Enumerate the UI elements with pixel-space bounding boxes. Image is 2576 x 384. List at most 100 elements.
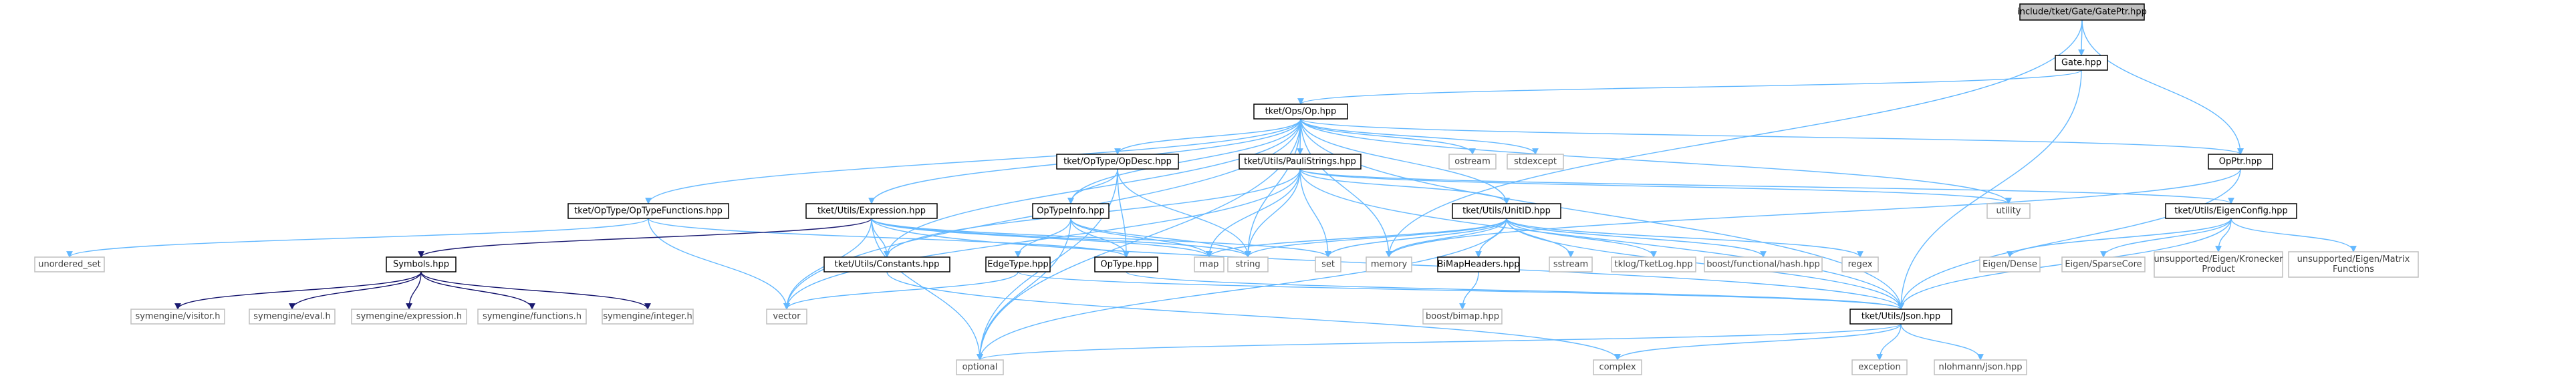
edge-EigenConfig-to-EigenDense — [2007, 218, 2232, 258]
node-label: utility — [1997, 206, 2021, 216]
node-box — [1549, 256, 1593, 272]
node-memory: memory — [1366, 256, 1412, 272]
edge-OpTypeInfo-to-optional — [977, 218, 1071, 361]
node-box — [1422, 309, 1503, 325]
node-json[interactable]: tket/Utils/Json.hpp — [1849, 309, 1952, 325]
node-set: set — [1315, 256, 1341, 272]
node-label: unsupported/Eigen/Kronecker — [2154, 254, 2283, 264]
node-label: tket/Utils/Constants.hpp — [835, 260, 940, 270]
node-EigenSparseCore: Eigen/SparseCore — [2061, 256, 2146, 272]
edge-Op-to-OpPtr — [1300, 118, 2244, 155]
node-label: regex — [1848, 260, 1873, 270]
node-visitor: symengine/visitor.h — [130, 309, 225, 325]
edge-EigenConfig-to-EigenSparseCore — [2100, 218, 2232, 258]
edge-OpTypeInfo-to-string — [1070, 218, 1251, 258]
edge-Expression-to-string — [871, 218, 1251, 258]
node-Symbols[interactable]: Symbols.hpp — [386, 256, 457, 272]
node-UnitID[interactable]: tket/Utils/UnitID.hpp — [1452, 203, 1561, 219]
edge-Symbols-to-visitor — [174, 271, 422, 310]
edge-UnitID-to-sstream — [1506, 218, 1574, 258]
node-box — [386, 256, 457, 272]
edge-UnitID-to-set — [1325, 218, 1507, 258]
edge-Op-to-memory — [1300, 118, 1392, 258]
node-integer: symengine/integer.h — [602, 309, 694, 325]
node-OpType[interactable]: OpType.hpp — [1094, 256, 1158, 272]
edge-Expression-to-optional — [871, 218, 983, 361]
edge-OpTypeInfo-to-OpType — [1070, 218, 1130, 258]
edge-EigenConfig-to-KroneckerProduct — [2215, 218, 2232, 252]
edges-layer — [66, 19, 2357, 361]
node-label: vector — [773, 312, 801, 322]
node-PauliStrings[interactable]: tket/Utils/PauliStrings.hpp — [1239, 154, 1362, 170]
edge-json-to-exception — [1876, 323, 1902, 361]
node-OpTypeInfo[interactable]: OpTypeInfo.hpp — [1032, 203, 1110, 219]
node-label: symengine/integer.h — [603, 312, 692, 322]
edge-Symbols-to-integer — [420, 271, 651, 310]
node-label: include/tket/Gate/GatePtr.hpp — [2017, 7, 2147, 17]
node-Expression[interactable]: tket/Utils/Expression.hpp — [805, 203, 938, 219]
edge-Op-to-OpDesc — [1114, 118, 1301, 155]
edge-Op-to-UnitID — [1300, 118, 1510, 204]
node-box — [985, 256, 1051, 272]
node-label: Symbols.hpp — [393, 260, 449, 270]
edge-UnitID-to-json — [1506, 218, 1904, 310]
node-label: OpTypeInfo.hpp — [1037, 206, 1105, 216]
node-box — [602, 309, 694, 325]
node-EigenConfig[interactable]: tket/Utils/EigenConfig.hpp — [2165, 203, 2297, 219]
edge-OpPtr-to-json — [1898, 168, 2241, 310]
edge-OpTypeInfo-to-map — [1070, 218, 1212, 258]
edge-PauliStrings-to-vector — [783, 168, 1301, 310]
node-box — [1239, 154, 1362, 170]
edge-UnitID-to-hash — [1506, 218, 1767, 258]
node-Gate[interactable]: Gate.hpp — [2055, 55, 2108, 71]
edge-UnitID-to-map — [1206, 218, 1507, 258]
node-OpPtr[interactable]: OpPtr.hpp — [2208, 154, 2273, 170]
node-box — [249, 309, 336, 325]
node-OpTypeFunctions[interactable]: tket/OpType/OpTypeFunctions.hpp — [567, 203, 729, 219]
edge-OpPtr-to-memory — [1386, 168, 2241, 258]
node-box — [1841, 256, 1879, 272]
edge-OpDesc-to-OpType — [1117, 168, 1130, 258]
edge-Symbols-to-eval — [289, 271, 422, 310]
node-OpDesc[interactable]: tket/OpType/OpDesc.hpp — [1056, 154, 1179, 170]
edge-PauliStrings-to-map — [1206, 168, 1301, 258]
node-label: tket/Ops/Op.hpp — [1265, 107, 1337, 117]
node-label: ostream — [1454, 157, 1491, 167]
node-box — [2165, 203, 2297, 219]
node-Op[interactable]: tket/Ops/Op.hpp — [1253, 104, 1348, 120]
node-regex: regex — [1841, 256, 1879, 272]
node-functions: symengine/functions.h — [477, 309, 587, 325]
edge-Op-to-ostream — [1300, 118, 1476, 155]
edge-Symbols-to-functions — [420, 271, 535, 310]
node-label: complex — [1599, 363, 1636, 373]
edge-json-to-complex — [1614, 323, 1902, 361]
node-label: set — [1321, 260, 1335, 270]
node-box — [1452, 203, 1561, 219]
node-label: sstream — [1553, 260, 1588, 270]
edge-OpTypeFunctions-to-unordered_set — [66, 218, 649, 258]
edge-Expression-to-Symbols — [418, 218, 872, 258]
node-box — [956, 359, 1004, 375]
node-BiMapHeaders[interactable]: BiMapHeaders.hpp — [1437, 256, 1520, 272]
node-Constants[interactable]: tket/Utils/Constants.hpp — [823, 256, 950, 272]
edge-Op-to-utility — [1300, 118, 2012, 204]
node-label: OpPtr.hpp — [2219, 157, 2262, 167]
node-TketLog: tklog/TketLog.hpp — [1611, 256, 1696, 272]
node-label: Functions — [2333, 264, 2374, 274]
node-box — [1611, 256, 1696, 272]
node-label: tket/OpType/OpDesc.hpp — [1063, 157, 1172, 167]
edge-GatePtr-to-memory — [1386, 19, 2083, 258]
edge-OpType-to-json — [1126, 271, 1904, 310]
node-label: nlohmann/json.hpp — [1939, 363, 2023, 373]
node-box — [1315, 256, 1341, 272]
node-GatePtr[interactable]: include/tket/Gate/GatePtr.hpp — [2017, 3, 2147, 21]
edge-UnitID-to-optional — [977, 218, 1507, 361]
node-ostream: ostream — [1448, 154, 1497, 170]
edge-Op-to-OpTypeFunctions — [645, 118, 1301, 204]
node-box — [351, 309, 467, 325]
edge-UnitID-to-TketLog — [1506, 218, 1657, 258]
node-EdgeType[interactable]: EdgeType.hpp — [985, 256, 1051, 272]
node-label: tket/OpType/OpTypeFunctions.hpp — [574, 206, 723, 216]
